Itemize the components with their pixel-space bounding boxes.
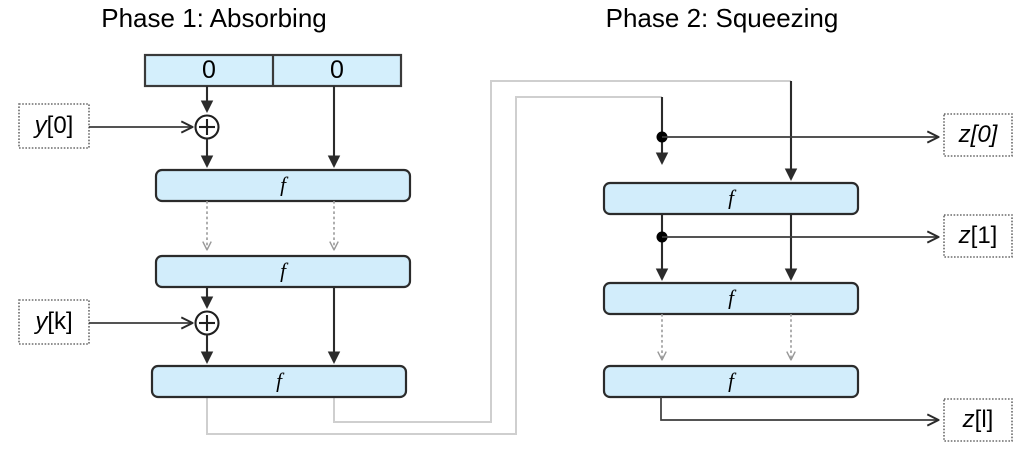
xor-gate-2 [194, 310, 220, 336]
output-z0-label: z[0] [958, 121, 999, 148]
output-zl-box [943, 398, 1013, 442]
input-y0: y[0] [18, 103, 90, 149]
phase2-f-block-3: f [602, 364, 860, 399]
xor-gate-1 [194, 114, 220, 140]
phase2-f-block-2: f [602, 281, 860, 316]
output-z1-box [943, 214, 1013, 258]
input-y0-label: y[0] [33, 112, 74, 139]
phase2-f-block-3-box [602, 364, 860, 399]
input-yk-label: y[k] [33, 308, 72, 335]
phase1-f-block-1: f [154, 168, 412, 203]
phase2-f-block-1-box [602, 181, 860, 216]
feedback-wire-capacity [333, 80, 791, 423]
phase1-f-block-2-label: f [280, 258, 289, 282]
state-cell-rate: 0 [202, 56, 216, 84]
phase2-title: Phase 2: Squeezing [606, 3, 839, 33]
phase1-f-block-1-box [154, 168, 412, 203]
output-z1: z[1] [943, 214, 1013, 258]
output-zl: z[l] [943, 398, 1013, 442]
phase1-f-block-2-box [154, 254, 412, 289]
phase1-f-block-3: f [150, 364, 408, 399]
phase1-f-block-3-box [150, 364, 408, 399]
phase2-f-block-1: f [602, 181, 860, 216]
input-y0-box [18, 103, 90, 149]
phase2-f-block-2-label: f [728, 285, 737, 309]
phase1-f-block-3-label: f [276, 368, 285, 392]
output-z1-label: z[1] [958, 222, 998, 249]
feedback-wire-rate [206, 96, 662, 435]
wire-tap-to-zl [660, 397, 938, 420]
phase1-f-block-1-label: f [280, 172, 289, 196]
input-yk-box [18, 299, 90, 345]
phase1-title: Phase 1: Absorbing [101, 3, 327, 33]
phase2-f-block-3-label: f [728, 368, 737, 392]
phase2-f-block-2-box [602, 281, 860, 316]
output-z0: z[0] [943, 113, 1013, 157]
initial-state-register: 0 0 [143, 53, 403, 88]
output-z0-box [943, 113, 1013, 157]
phase2-f-block-1-label: f [728, 185, 737, 209]
output-zl-label: z[l] [962, 406, 994, 433]
state-cell-capacity: 0 [330, 56, 344, 84]
input-yk: y[k] [18, 299, 90, 345]
phase1-f-block-2: f [154, 254, 412, 289]
